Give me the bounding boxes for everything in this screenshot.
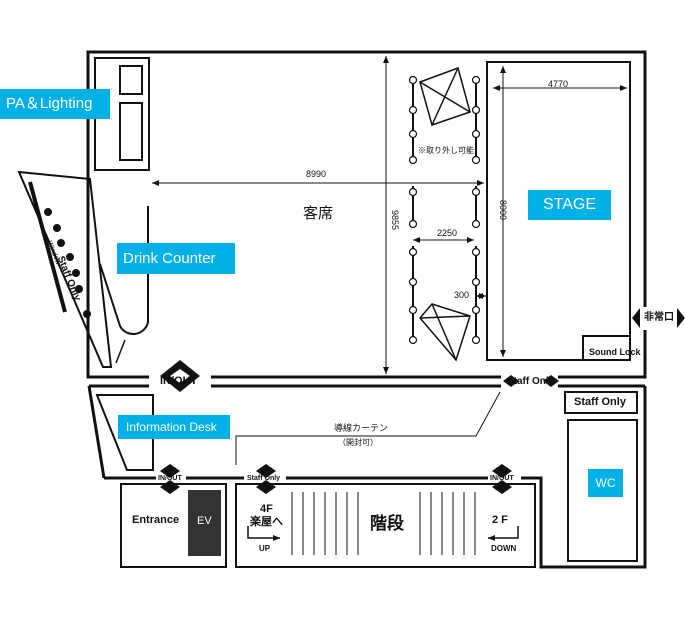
entrance-room [120,483,227,568]
wc-room [567,419,638,562]
dressing-room-label: 楽屋へ [250,516,283,528]
staff-only-room-label: Staff Only [574,396,626,408]
staff-door-main-2[interactable] [543,375,559,387]
ev-label[interactable]: EV [197,515,212,527]
hall-depth-dim: 9855 [390,210,400,231]
down-label: DOWN [491,544,517,553]
in-out-small-left-label: IN/OUT [158,475,182,482]
information-desk-label: Information Desk [118,415,230,439]
emergency-arrow-right [677,308,685,328]
lead-curtain-note: （開封可） [338,438,378,447]
in-out-main-label: IN/OUT [160,375,198,387]
staff-only-door-lower-label: Staff Only [247,475,281,482]
emergency-arrow-left [632,308,640,328]
stage [486,61,631,361]
speaker-bottom [419,303,471,362]
in-out-small-left-door[interactable] [160,464,180,478]
truss-clamps [408,75,481,345]
drink-counter-label: Drink Counter [117,243,235,274]
in-out-small-right-label: IN/OUT [490,475,514,482]
staff-door-main[interactable] [503,375,519,387]
information-desk [95,394,154,471]
entrance-label[interactable]: Entrance [132,514,180,526]
drink-counter [99,206,149,336]
pa-rack-1 [119,65,143,95]
hall-wall [86,50,647,379]
pa-lighting-label: PA＆Lighting [0,89,110,119]
wc-label: WC [588,469,623,497]
up-label: UP [259,544,271,553]
speaker-top [419,67,471,126]
stage-label: STAGE [528,190,611,220]
staff-room [564,391,638,414]
staff-only-door-main-label: Staff Only [507,376,555,387]
stair-treads [291,492,476,555]
dimension-lines [152,56,627,374]
stairs-area [235,483,536,568]
in-out-small-right-door[interactable] [492,464,512,478]
sound-lock-label: Sound Lock [589,347,641,357]
emergency-exit-label[interactable]: 非常口 [644,312,674,323]
floor-4f-label: 4F [260,503,273,515]
drink-counter-door [115,339,126,364]
sound-lock [582,335,630,360]
staff-door-lower-2[interactable] [256,480,276,494]
stage-width-dim: 4770 [548,79,569,89]
floor-2f-label: 2 F [492,514,508,526]
in-out-main-door-inner [170,369,190,383]
ev-box [188,490,221,556]
truss-offset-dim: 300 [454,290,470,300]
seating-label: 客席 [303,205,334,222]
down-arrow [488,526,519,541]
stage-depth-dim: 8000 [498,200,508,221]
stairs-label: 階段 [370,514,404,533]
pa-rack-2 [119,102,143,161]
hall-wall-lower [558,330,647,379]
removable-note: ※取り外し可能 [418,146,474,155]
hall-width-dim: 8990 [306,169,327,179]
staff-booth-seats [44,208,91,318]
in-out-small-left-door-2[interactable] [160,480,180,494]
staff-door-lower[interactable] [256,464,276,478]
truss-spacing-dim: 2250 [437,228,458,238]
in-out-small-right-door-2[interactable] [492,480,512,494]
corridor-wall-left [87,385,106,479]
guide-curtain [235,391,501,465]
corridor-wall-right [521,386,647,569]
lead-curtain-label: 導線カーテン [334,423,389,433]
window-line [28,181,67,313]
up-arrow [247,526,280,541]
staff-booth [17,170,113,368]
truss-rails [412,76,477,344]
